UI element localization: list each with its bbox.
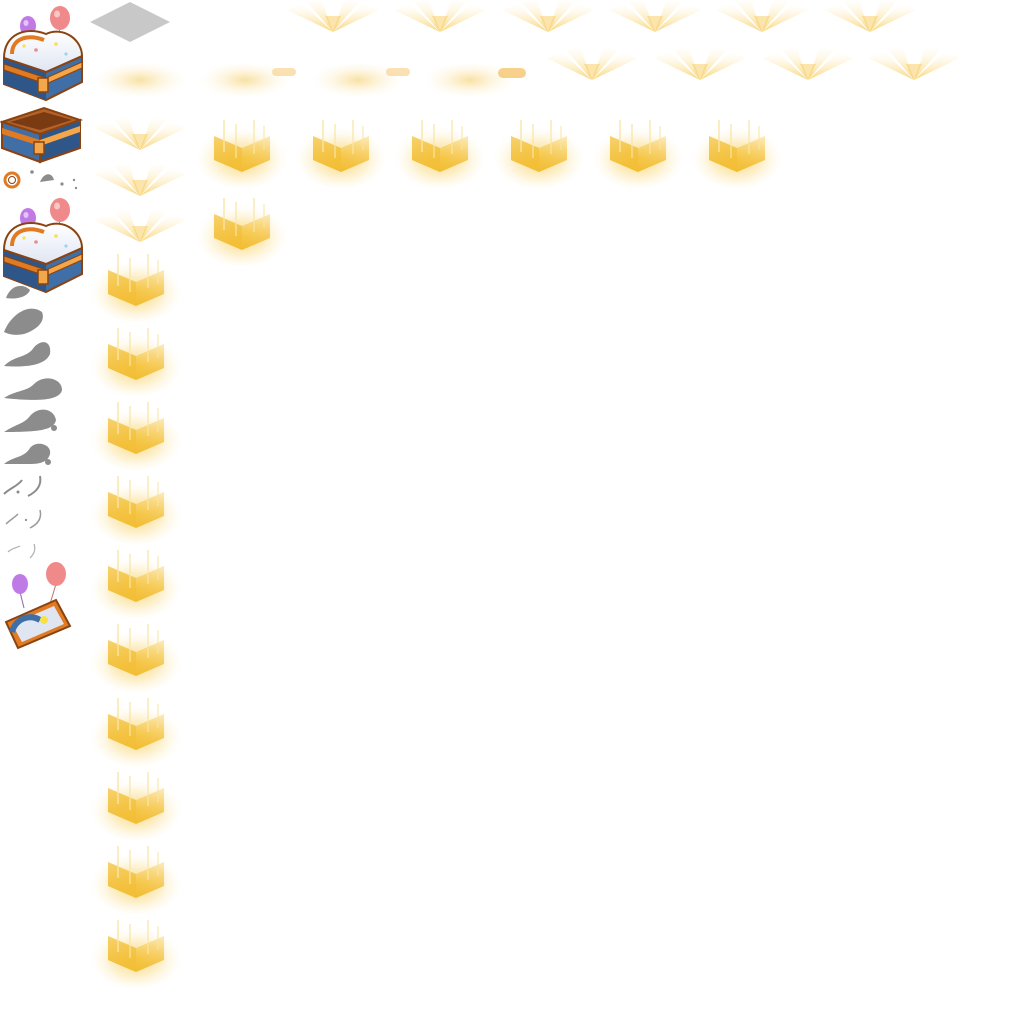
treasure-chest-closed-icon <box>2 196 84 294</box>
glow-streak-icon <box>94 62 526 98</box>
glow-cube-icon <box>195 119 784 267</box>
chest-lid-icon <box>6 562 70 648</box>
smoke-puff-icon <box>3 285 62 559</box>
ring-icon <box>3 170 78 190</box>
glow-cube-icon <box>89 253 183 989</box>
treasure-chest-open-icon <box>1 107 81 163</box>
floor-tile-icon <box>90 2 170 42</box>
treasure-chest-closed-icon <box>2 4 84 102</box>
